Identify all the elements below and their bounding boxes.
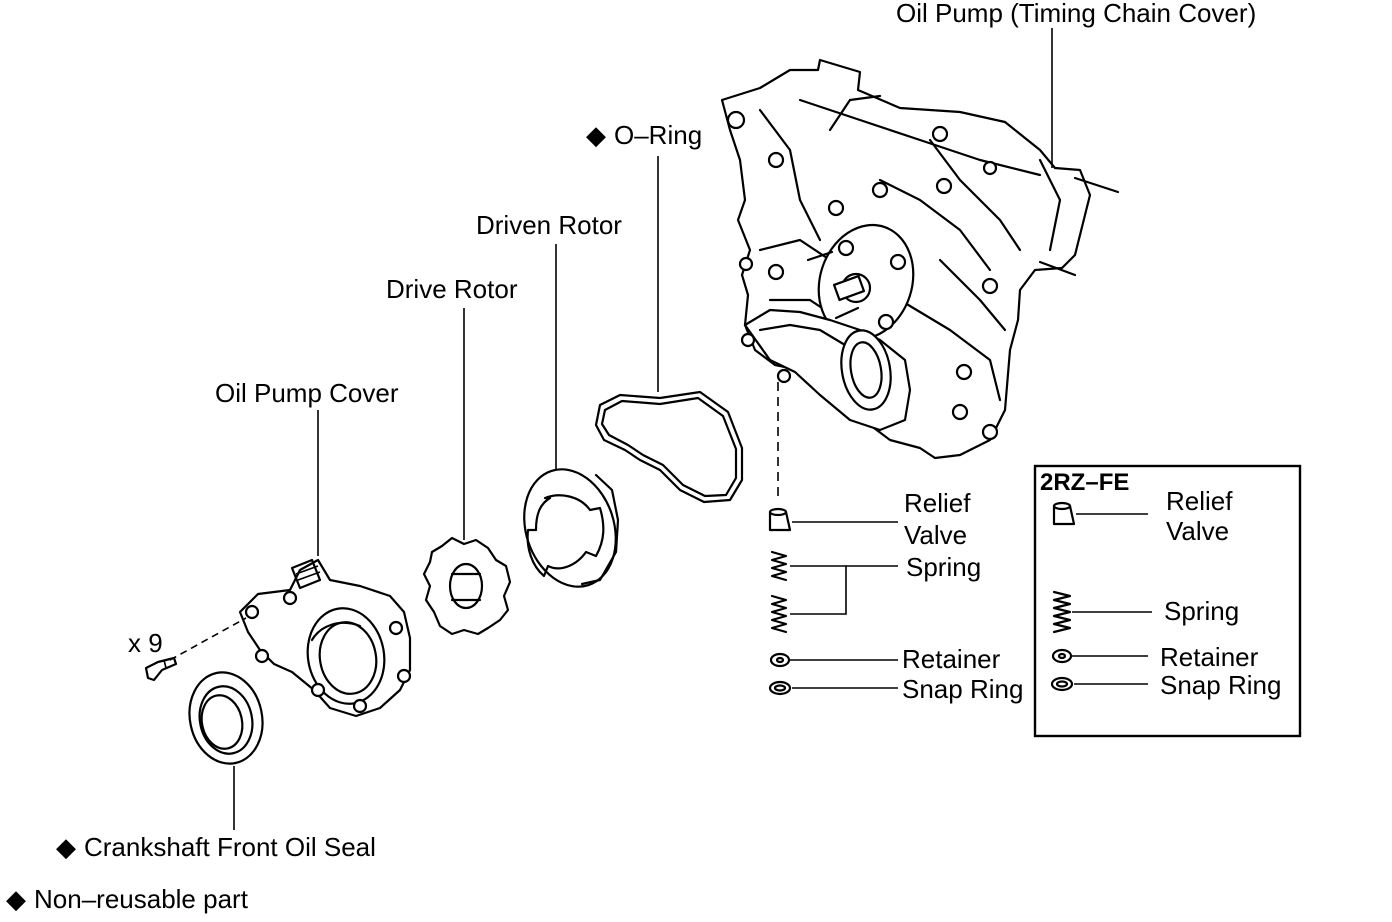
non-reusable-mark-seal: ◆ — [56, 832, 76, 862]
inset-snap-ring-illustration — [1050, 676, 1074, 692]
inset-label-relief-valve-line1: Relief — [1166, 486, 1233, 516]
label-spring: Spring — [906, 552, 981, 582]
label-relief-valve-line2: Valve — [904, 520, 967, 550]
relief-valve-illustration — [768, 507, 792, 532]
label-o-ring: O–Ring — [614, 120, 702, 150]
inset-label-relief-valve-line2: Valve — [1166, 516, 1229, 546]
timing-chain-cover-illustration — [720, 58, 1120, 460]
non-reusable-mark-o-ring: ◆ — [586, 120, 606, 150]
spring-illustration — [770, 550, 788, 634]
inset-label-spring: Spring — [1164, 596, 1239, 626]
legend-text: Non–reusable part — [34, 884, 249, 914]
inset-box — [1033, 464, 1302, 738]
inset-retainer-illustration — [1051, 648, 1073, 664]
label-relief-valve-line1: Relief — [904, 488, 971, 518]
retainer-illustration — [769, 652, 791, 668]
inset-label-snap-ring: Snap Ring — [1160, 670, 1281, 700]
drive-rotor-illustration — [422, 536, 512, 636]
label-snap-ring: Snap Ring — [902, 674, 1023, 704]
inset-relief-valve-illustration — [1052, 501, 1076, 526]
label-retainer: Retainer — [902, 644, 1001, 674]
o-ring-illustration — [594, 390, 744, 504]
inset-spring-illustration — [1052, 590, 1072, 634]
driven-rotor-illustration — [523, 468, 620, 588]
oil-pump-cover-illustration — [238, 558, 412, 718]
bolt-leader-dashed — [169, 617, 247, 661]
legend-symbol: ◆ — [6, 884, 26, 914]
crankshaft-seal-illustration — [188, 671, 264, 765]
inset-title: 2RZ–FE — [1040, 469, 1129, 496]
label-drive-rotor: Drive Rotor — [386, 274, 518, 304]
label-crankshaft-seal: Crankshaft Front Oil Seal — [84, 832, 376, 862]
label-timing-chain-cover: Oil Pump (Timing Chain Cover) — [896, 0, 1256, 28]
leader-lines — [233, 28, 1152, 830]
label-oil-pump-cover: Oil Pump Cover — [215, 378, 399, 408]
label-bolt-qty: x 9 — [128, 628, 163, 658]
label-driven-rotor: Driven Rotor — [476, 210, 622, 240]
snap-ring-illustration — [768, 680, 792, 696]
inset-label-retainer: Retainer — [1160, 642, 1259, 672]
bolt-illustration — [144, 656, 178, 682]
